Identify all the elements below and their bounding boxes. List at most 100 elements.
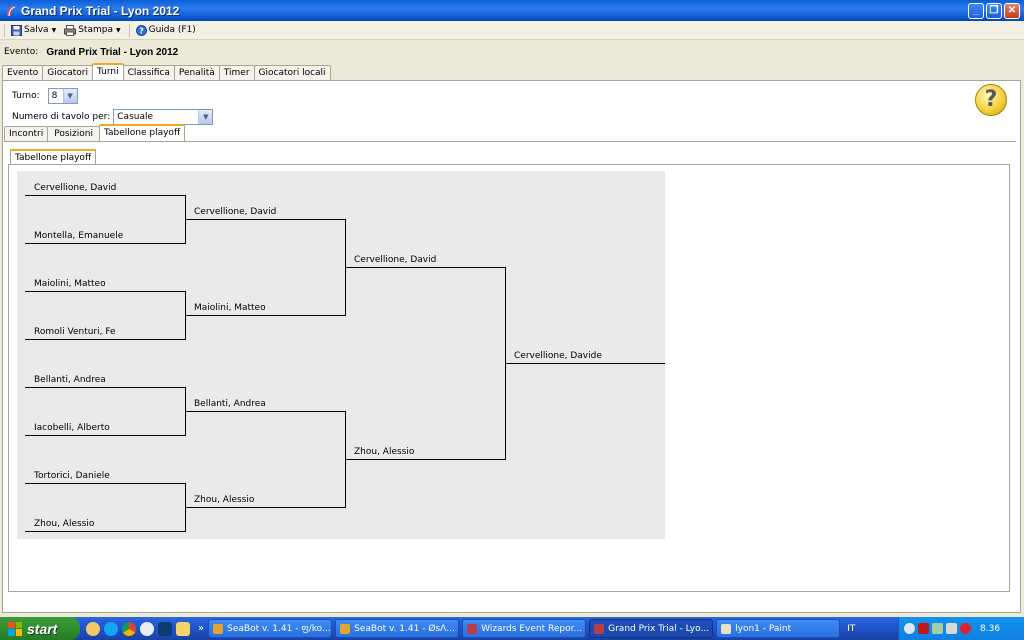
seabot-icon [340, 623, 351, 634]
network-icon[interactable] [932, 623, 943, 634]
round2-player: Bellanti, Andrea [194, 399, 266, 409]
messenger-icon[interactable] [86, 621, 100, 636]
skype-icon[interactable] [104, 621, 118, 636]
quick-launch-expand-icon[interactable]: » [198, 623, 205, 634]
start-button[interactable]: start [0, 617, 80, 640]
print-label: Stampa [78, 25, 113, 35]
start-label: start [27, 620, 58, 637]
tab-giocatori[interactable]: Giocatori [42, 65, 93, 80]
adobe-icon[interactable] [918, 623, 929, 634]
table-number-select[interactable]: Casuale ▼ [113, 109, 214, 125]
back-arrow-icon[interactable] [904, 623, 915, 634]
quick-launch [86, 621, 194, 636]
round2-player: Zhou, Alessio [194, 495, 255, 505]
event-info: Evento: Grand Prix Trial - Lyon 2012 [0, 40, 1024, 64]
toolbar-separator [128, 23, 130, 37]
help-icon: ? [135, 24, 147, 36]
taskbar-item-label: SeaBot v. 1.41 - ØsΛ... [354, 623, 455, 634]
wizards-icon [467, 623, 478, 634]
round-select[interactable]: 8 ▼ [47, 88, 78, 104]
taskbar: start » SeaBot v. 1.41 - ფ/ko... SeaBot … [0, 617, 1024, 640]
round-row: Turno: 8 ▼ [12, 88, 78, 104]
tab-incontri[interactable]: Incontri [4, 126, 49, 141]
tab-tabellone-playoff[interactable]: Tabellone playoff [99, 124, 186, 141]
tab-evento[interactable]: Evento [2, 65, 44, 80]
round1-player: Tortorici, Daniele [34, 471, 110, 481]
round2-player: Cervellione, David [194, 207, 277, 217]
round1-player: Bellanti, Andrea [34, 375, 106, 385]
tab-timer[interactable]: Timer [218, 65, 255, 80]
svg-text:?: ? [139, 26, 144, 35]
taskbar-item[interactable]: Wizards Event Repor... [462, 619, 587, 638]
toolbar-grip [4, 23, 5, 37]
save-dropdown-icon[interactable]: ▼ [51, 26, 57, 34]
seabot-icon [213, 623, 224, 634]
round3-player: Cervellione, David [354, 255, 437, 265]
round1-player: Maiolini, Matteo [34, 279, 106, 289]
table-number-value: Casuale [117, 112, 154, 122]
windows-flag-icon [8, 621, 22, 636]
tab-posizioni[interactable]: Posizioni [47, 126, 100, 141]
playoff-bracket: Cervellione, David Montella, Emanuele Ma… [17, 171, 665, 539]
close-button[interactable]: ✕ [1004, 2, 1020, 19]
inner-tab-tabellone-playoff[interactable]: Tabellone playoff [10, 149, 97, 164]
minimize-button[interactable]: _ [968, 2, 984, 19]
print-dropdown-icon[interactable]: ▼ [115, 26, 121, 34]
round1-player: Cervellione, David [34, 183, 117, 193]
table-number-label: Numero di tavolo per: [12, 112, 111, 122]
event-name: Grand Prix Trial - Lyon 2012 [46, 46, 179, 58]
wizards-icon [594, 623, 605, 634]
taskbar-item[interactable]: lyon1 - Paint [716, 619, 841, 638]
taskbar-item-label: SeaBot v. 1.41 - ფ/ko... [227, 623, 331, 634]
taskbar-item-label: lyon1 - Paint [735, 623, 792, 634]
folder-icon[interactable] [176, 621, 190, 636]
tab-penalita[interactable]: Penalità [173, 65, 220, 80]
bracket-connector [345, 267, 506, 460]
chrome-icon[interactable] [122, 621, 136, 636]
taskbar-item[interactable]: SeaBot v. 1.41 - ØsΛ... [335, 619, 460, 638]
photoshop-icon[interactable] [158, 621, 172, 636]
round-value: 8 [51, 91, 58, 101]
system-tray: 8.36 [898, 617, 1024, 640]
tab-classifica[interactable]: Classifica [122, 65, 175, 80]
round3-player: Zhou, Alessio [354, 447, 415, 457]
chevron-down-icon[interactable]: ▼ [62, 89, 77, 103]
app-icon [7, 5, 16, 17]
save-icon [11, 24, 22, 36]
round-label: Turno: [12, 91, 40, 101]
help-button[interactable]: ? Guida (F1) [135, 24, 196, 36]
help-question-icon[interactable]: ? [975, 84, 1007, 116]
media-player-icon[interactable] [140, 621, 154, 636]
sub-tab-divider [4, 141, 1016, 142]
print-button[interactable]: Stampa ▼ [64, 24, 121, 36]
event-label: Evento: [4, 47, 39, 57]
round1-player: Iacobelli, Alberto [34, 423, 110, 433]
round1-player: Zhou, Alessio [34, 519, 95, 529]
save-button[interactable]: Salva ▼ [11, 24, 57, 36]
print-icon [64, 24, 77, 36]
round1-player: Romoli Venturi, Fe [34, 327, 116, 337]
language-indicator[interactable]: IT [847, 623, 856, 634]
volume-icon[interactable] [946, 623, 957, 634]
chevron-down-icon[interactable]: ▼ [198, 110, 213, 124]
bracket-connector [185, 219, 346, 316]
bracket-lines [25, 195, 665, 532]
clock[interactable]: 8.36 [980, 623, 1001, 634]
bracket-connector [185, 411, 346, 508]
security-icon[interactable] [960, 623, 971, 634]
round2-player: Maiolini, Matteo [194, 303, 266, 313]
bracket-winner: Cervellione, Davide [514, 351, 602, 361]
title-bar: Grand Prix Trial - Lyon 2012 _ ❐ ✕ [0, 0, 1024, 21]
tab-turni[interactable]: Turni [91, 63, 124, 80]
toolbar: Salva ▼ Stampa ▼ ? Guida (F1) [0, 21, 1024, 40]
tab-giocatori-locali[interactable]: Giocatori locali [253, 65, 331, 80]
taskbar-item[interactable]: SeaBot v. 1.41 - ფ/ko... [208, 619, 333, 638]
taskbar-item-active[interactable]: Grand Prix Trial - Lyo... [589, 619, 714, 638]
taskbar-item-label: Grand Prix Trial - Lyo... [608, 623, 710, 634]
table-number-row: Numero di tavolo per: Casuale ▼ [12, 109, 214, 125]
maximize-button[interactable]: ❐ [986, 2, 1002, 19]
help-label: Guida (F1) [148, 25, 196, 35]
sub-tabs: Incontri Posizioni Tabellone playoff [4, 124, 186, 141]
main-tabs: Evento Giocatori Turni Classifica Penali… [0, 63, 1024, 80]
round1-player: Montella, Emanuele [34, 231, 124, 241]
